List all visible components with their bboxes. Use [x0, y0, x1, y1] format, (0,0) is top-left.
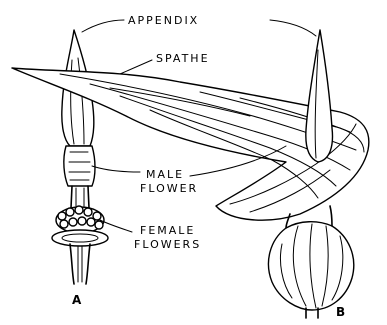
specimen-a-spadix	[52, 30, 108, 284]
female-flowers-cluster-a	[56, 206, 104, 233]
label-male-flower-line1: MALE	[146, 168, 184, 181]
label-female-flowers-line1: FEMALE	[140, 224, 195, 237]
label-appendix: APPENDIX	[128, 14, 199, 27]
label-spathe: SPATHE	[156, 52, 210, 65]
appendix-b	[306, 30, 333, 162]
label-female-flowers-line2: FLOWERS	[134, 238, 201, 251]
collar-ring-a	[52, 230, 108, 246]
label-panel-b: B	[336, 305, 347, 319]
label-male-flower-line2: FLOWER	[140, 182, 198, 195]
label-panel-a: A	[72, 293, 83, 307]
